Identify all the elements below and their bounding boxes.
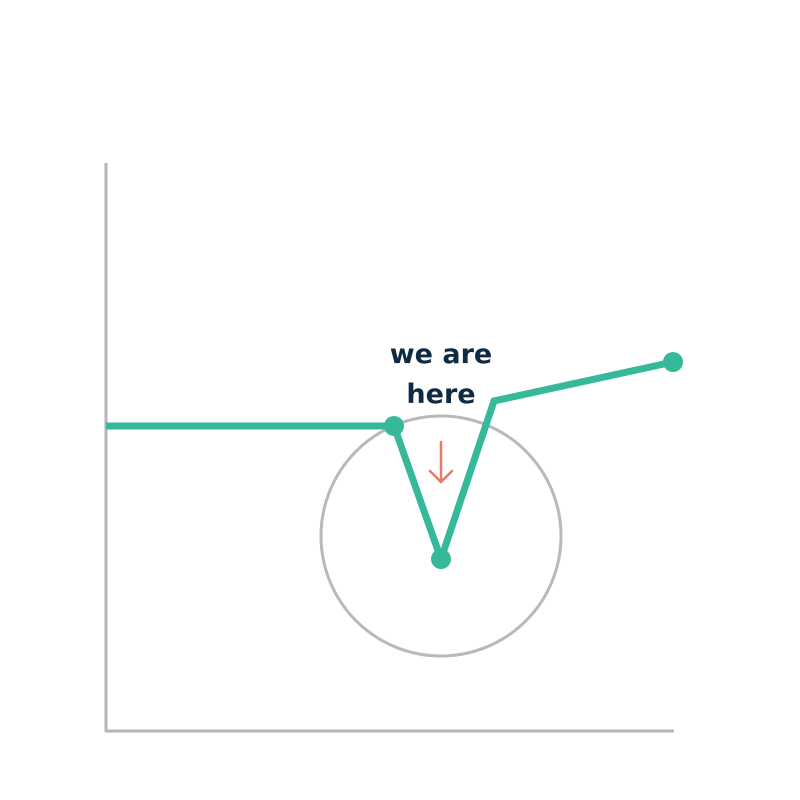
point-end [663, 352, 683, 372]
label-line-1: we are [389, 339, 493, 370]
point-dip-start [384, 416, 404, 436]
we-are-here-label: we are here [341, 335, 541, 415]
highlight-circle [319, 414, 563, 658]
arrow-down-icon [428, 440, 454, 484]
point-dip-bottom [431, 549, 451, 569]
label-line-2: here [406, 379, 476, 410]
